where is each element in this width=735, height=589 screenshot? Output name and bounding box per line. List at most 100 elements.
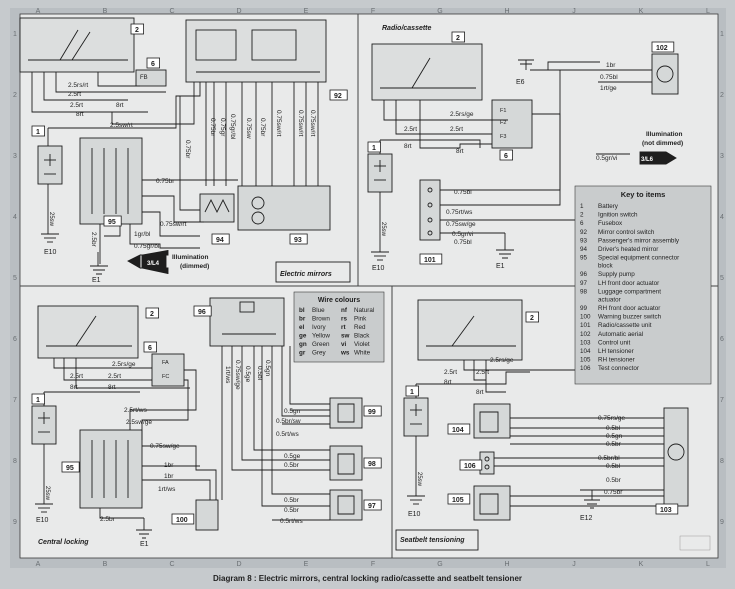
key-description: Warning buzzer switch bbox=[598, 314, 662, 321]
illumination-dimmed-label: (dimmed) bbox=[180, 263, 209, 270]
lh-front-door-actuator-number: 97 bbox=[368, 503, 376, 510]
diagram-label: 0.5br/sw bbox=[276, 418, 301, 425]
diagram-label: 8rt bbox=[456, 148, 464, 155]
diagram-label: 0.75rs/ge bbox=[598, 415, 625, 422]
diagram-label: 2.5rt bbox=[450, 126, 463, 133]
diagram-label: 0.75sw/ge bbox=[446, 221, 476, 228]
grid-row-label: 9 bbox=[13, 519, 17, 526]
key-number: 6 bbox=[580, 220, 584, 227]
ignition-switch-radio-number: 2 bbox=[456, 35, 460, 42]
diagram-label: 2.5rs/ge bbox=[490, 357, 514, 364]
lh-tensioner-number: 104 bbox=[452, 427, 464, 434]
grid-column-label: A bbox=[36, 561, 41, 568]
diagram-label: 2.5rt bbox=[108, 373, 121, 380]
wire-code: sw bbox=[341, 333, 350, 340]
grid-column-label: C bbox=[169, 8, 174, 15]
diagram-label: 2.5rt/ws bbox=[124, 407, 148, 414]
grid-row-label: 5 bbox=[13, 275, 17, 282]
test-connector-number: 106 bbox=[464, 463, 476, 470]
diagram-label: 8rt bbox=[476, 389, 484, 396]
key-description: block bbox=[598, 263, 614, 270]
grid-column-label: B bbox=[103, 8, 108, 15]
grid-row-label: 4 bbox=[720, 214, 724, 221]
special-equipment-connector-locking-badge bbox=[61, 461, 80, 473]
grid-row-label: 2 bbox=[13, 92, 17, 99]
wire-code: br bbox=[299, 316, 306, 323]
key-description: Driver's heated mirror bbox=[598, 246, 658, 253]
diagram-label: 0.5ge bbox=[244, 366, 251, 383]
diagram-label: 8rt bbox=[108, 384, 116, 391]
wire-colours-title: Wire colours bbox=[318, 297, 360, 304]
wire-colour-name: Pink bbox=[354, 316, 367, 323]
automatic-aerial-number: 102 bbox=[656, 45, 668, 52]
earth-e1-radio-label: E1 bbox=[496, 263, 505, 270]
wire-colour-name: Green bbox=[312, 341, 330, 348]
battery-locking-badge bbox=[31, 393, 46, 405]
diagram-label: 0.5gn bbox=[264, 360, 271, 377]
grid-column-label: H bbox=[504, 8, 509, 15]
grid-row-label: 4 bbox=[13, 214, 17, 221]
diagram-label: 8rt bbox=[70, 384, 78, 391]
battery-radio-badge bbox=[367, 141, 382, 153]
ignition-switch-locking-badge bbox=[145, 307, 160, 319]
diagram-label: 0.75br bbox=[604, 489, 623, 496]
key-description: Supply pump bbox=[598, 271, 635, 278]
diagram-label: 0.75sw/rt bbox=[160, 221, 187, 228]
diagram-label: 0.75rt/ws bbox=[446, 209, 473, 216]
fuse-f1-label: F1 bbox=[500, 108, 506, 114]
diagram-label: 2.5rs/rt bbox=[68, 82, 88, 89]
special-equipment-connector-badge bbox=[103, 215, 122, 227]
key-description: Radio/cassette unit bbox=[598, 322, 652, 329]
fusebox-badge bbox=[146, 57, 161, 69]
panel-title-seatbelt: Seatbelt tensioning bbox=[400, 537, 465, 544]
diagram-label: 0.75gr/bl bbox=[134, 243, 160, 250]
diagram-label: 25sw bbox=[416, 472, 422, 487]
wire-colour-name: Grey bbox=[312, 350, 326, 357]
connector-3-l4: 3/L4 bbox=[147, 261, 160, 267]
key-description: LH tensioner bbox=[598, 348, 634, 355]
fuse-f2-label: F2 bbox=[500, 120, 506, 126]
key-number: 106 bbox=[580, 365, 591, 372]
diagram-label: 2.5rs/ge bbox=[450, 111, 474, 118]
battery-locking-number: 1 bbox=[36, 397, 40, 404]
grid-row-label: 9 bbox=[720, 519, 724, 526]
supply-pump-badge bbox=[193, 305, 212, 317]
key-to-items-box bbox=[574, 185, 712, 385]
diagram-label: 0.5br bbox=[606, 477, 622, 484]
grid-row-label: 8 bbox=[13, 458, 17, 465]
earth-e6-label: E6 bbox=[516, 79, 525, 86]
earth-e10-label: E10 bbox=[44, 249, 57, 256]
key-description: RH tensioner bbox=[598, 357, 635, 364]
wire-label: 25sw bbox=[48, 212, 54, 227]
key-number: 94 bbox=[580, 246, 588, 253]
key-description: Battery bbox=[598, 203, 619, 210]
key-description: Luggage compartment bbox=[598, 288, 661, 295]
rh-front-door-actuator-badge bbox=[363, 405, 382, 417]
grid-column-label: J bbox=[572, 8, 576, 15]
radio-cassette-unit-number: 101 bbox=[424, 257, 436, 264]
key-title: Key to items bbox=[621, 190, 666, 199]
diagram-label: 0.5br bbox=[284, 507, 300, 514]
ignition-switch-locking-number: 2 bbox=[150, 311, 154, 318]
battery-number: 1 bbox=[36, 129, 40, 136]
diagram-label: 0.75sw/rt bbox=[297, 110, 304, 137]
diagram-label: 0.5bl bbox=[606, 463, 621, 470]
wire-code: vi bbox=[341, 341, 347, 348]
warning-buzzer-switch-badge bbox=[171, 513, 195, 525]
grid-column-label: H bbox=[504, 561, 509, 568]
wire-colour-name: Violet bbox=[354, 341, 370, 348]
wire-code: el bbox=[299, 324, 305, 331]
ignition-switch-seatbelt-number: 2 bbox=[530, 315, 534, 322]
grid-column-label: E bbox=[304, 8, 309, 15]
key-description: Fusebox bbox=[598, 220, 623, 227]
key-description: Control unit bbox=[598, 339, 630, 346]
ignition-switch-number: 2 bbox=[135, 27, 139, 34]
illumination-not-dimmed-label: (not dimmed) bbox=[642, 140, 683, 147]
drivers-heated-mirror-badge bbox=[211, 233, 230, 245]
diagram-label: 2.5rt bbox=[70, 373, 83, 380]
passengers-mirror-number: 93 bbox=[294, 237, 302, 244]
rh-tensioner-badge bbox=[447, 493, 471, 505]
diagram-label: 2.5br bbox=[100, 516, 116, 523]
earth-e10-seatbelt-label: E10 bbox=[408, 511, 421, 518]
